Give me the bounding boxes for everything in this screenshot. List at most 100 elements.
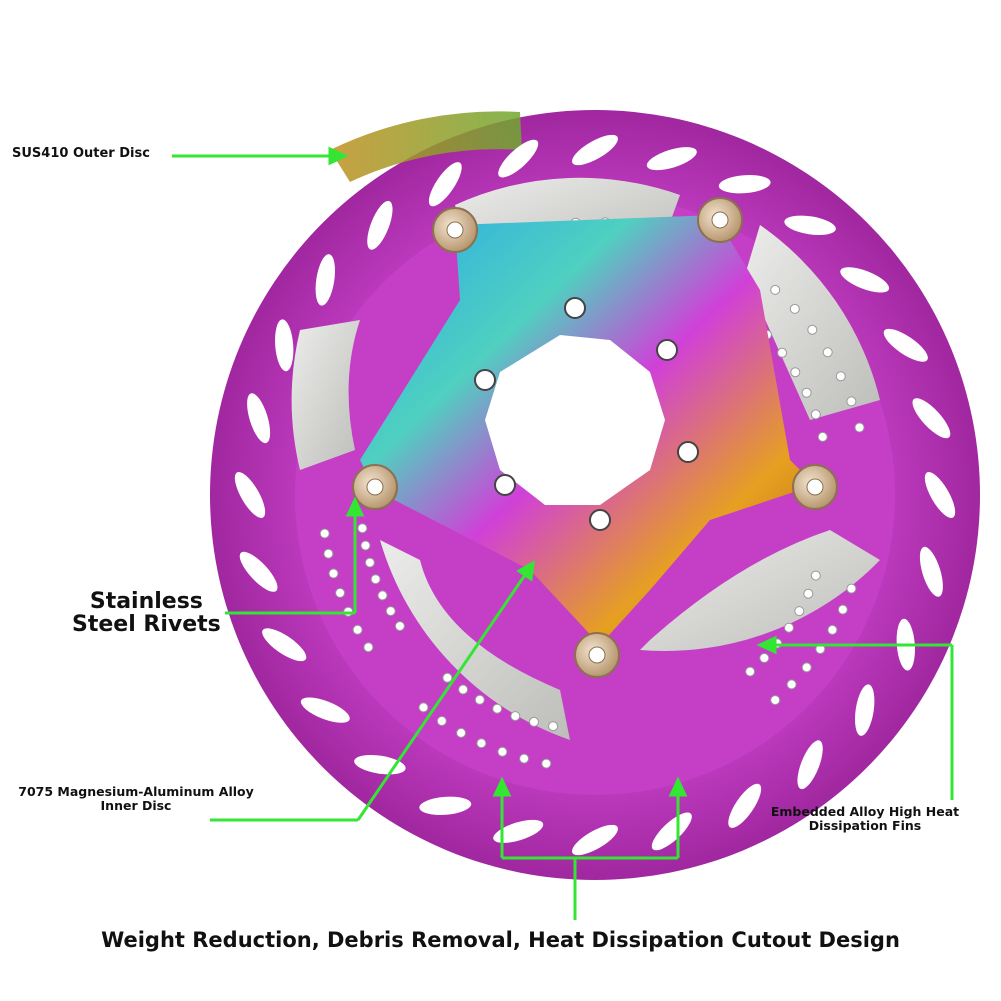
fin-hole bbox=[385, 606, 396, 617]
pointer-inner-disc bbox=[210, 560, 535, 822]
cutout-slot bbox=[275, 319, 294, 372]
fin-hole bbox=[784, 622, 794, 633]
label-inner-disc-line2: Inner Disc bbox=[100, 798, 172, 814]
cutout-slot bbox=[919, 546, 943, 597]
inner-disc-spider bbox=[360, 215, 815, 645]
fin-hole bbox=[777, 347, 788, 358]
fin-hole bbox=[810, 570, 821, 581]
center-hole bbox=[485, 335, 665, 505]
fin-hole bbox=[363, 642, 374, 653]
fin-hole bbox=[794, 606, 805, 617]
fin-hole bbox=[456, 727, 467, 738]
cutout-slot bbox=[854, 684, 875, 736]
fin-hole bbox=[519, 753, 530, 764]
label-inner-disc-line1: 7075 Magnesium-Aluminum Alloy bbox=[18, 784, 254, 799]
fin-hole bbox=[807, 324, 818, 335]
mounting-bolt-holes bbox=[474, 297, 699, 531]
fin-hole bbox=[789, 303, 800, 314]
fin-hole bbox=[790, 367, 801, 378]
cutout-slot bbox=[498, 139, 539, 178]
fin-hole bbox=[835, 371, 846, 382]
fin-hole bbox=[786, 679, 797, 690]
fin-hole bbox=[323, 548, 334, 559]
cutout-slot bbox=[840, 267, 890, 293]
fin-hole bbox=[846, 396, 857, 407]
cutout-slot bbox=[300, 697, 350, 723]
cutout-slot bbox=[646, 147, 697, 171]
cutout-slot bbox=[239, 551, 278, 592]
fin-hole bbox=[370, 574, 381, 585]
fin-hole bbox=[810, 409, 821, 420]
rivet bbox=[352, 464, 398, 510]
label-inner-disc: 7075 Magnesium-Aluminum Alloy Inner Disc bbox=[10, 784, 262, 814]
fin-hole bbox=[801, 662, 812, 673]
label-fins-line1: Embedded Alloy High Heat bbox=[770, 804, 960, 819]
cutout-slot bbox=[247, 393, 271, 444]
rivet bbox=[432, 207, 478, 253]
label-rivets: Stainless Steel Rivets bbox=[72, 590, 221, 636]
label-rivets-line2: Steel Rivets bbox=[72, 612, 221, 638]
fin-hole bbox=[442, 672, 453, 683]
fin-hole bbox=[476, 738, 487, 749]
fin-hole bbox=[541, 758, 552, 769]
cutout-slots bbox=[234, 134, 956, 856]
cutout-slot bbox=[234, 472, 266, 518]
fin-hole bbox=[770, 284, 781, 295]
fin-hole bbox=[474, 694, 485, 705]
fin-hole bbox=[854, 422, 865, 433]
pointer-lines bbox=[172, 146, 954, 920]
rivet bbox=[697, 197, 743, 243]
fin-hole bbox=[357, 523, 368, 534]
cutout-slot bbox=[912, 398, 951, 439]
fin-hole bbox=[822, 347, 833, 358]
cutout-slot bbox=[315, 254, 336, 306]
cutout-slot bbox=[797, 740, 823, 790]
cutout-slot bbox=[367, 200, 393, 250]
fin-hole bbox=[510, 711, 521, 722]
rivet bbox=[574, 632, 620, 678]
cutout-slot bbox=[924, 472, 956, 518]
fin-hole bbox=[418, 702, 429, 713]
fin-hole bbox=[801, 387, 812, 398]
fin-hole bbox=[328, 568, 339, 579]
cutout-slot bbox=[493, 819, 544, 843]
fin-hole bbox=[458, 684, 469, 695]
fin-hole bbox=[352, 624, 363, 635]
fin-hole bbox=[364, 557, 375, 568]
fin-hole bbox=[759, 653, 770, 663]
fin-hole bbox=[846, 583, 857, 594]
pointer-rivets bbox=[225, 496, 365, 615]
fin-hole bbox=[548, 721, 559, 732]
cutout-slot bbox=[728, 783, 762, 828]
fin-hole bbox=[319, 528, 330, 539]
cutout-slot bbox=[262, 628, 307, 662]
cutout-slot bbox=[651, 812, 692, 851]
fin-hole bbox=[377, 590, 388, 601]
fin-hole bbox=[492, 703, 503, 714]
fin-hole bbox=[436, 716, 447, 726]
pointer-outer-disc bbox=[172, 146, 349, 166]
fin-hole bbox=[394, 621, 405, 632]
label-fins: Embedded Alloy High Heat Dissipation Fin… bbox=[760, 804, 970, 834]
pointer-fins bbox=[756, 635, 954, 800]
fin-hole bbox=[837, 604, 848, 615]
label-fins-line2: Dissipation Fins bbox=[808, 818, 922, 834]
fin-hole bbox=[803, 588, 814, 599]
cutout-slot bbox=[572, 134, 618, 166]
rivet bbox=[792, 464, 838, 510]
label-rivets-line1: Stainless bbox=[89, 589, 203, 614]
bottom-caption: Weight Reduction, Debris Removal, Heat D… bbox=[101, 928, 900, 952]
cutout-slot bbox=[419, 796, 472, 815]
fin-hole bbox=[827, 624, 838, 635]
fin-hole bbox=[529, 716, 539, 727]
fin-hole bbox=[770, 695, 781, 706]
fin-hole bbox=[817, 431, 828, 442]
fin-hole bbox=[745, 666, 756, 677]
pointer-cutouts bbox=[492, 776, 688, 920]
cutout-slot bbox=[784, 215, 836, 236]
cutout-slot bbox=[883, 328, 928, 362]
cutout-slot bbox=[428, 162, 462, 207]
fin-hole bbox=[497, 746, 508, 757]
cutout-slot bbox=[572, 824, 618, 856]
